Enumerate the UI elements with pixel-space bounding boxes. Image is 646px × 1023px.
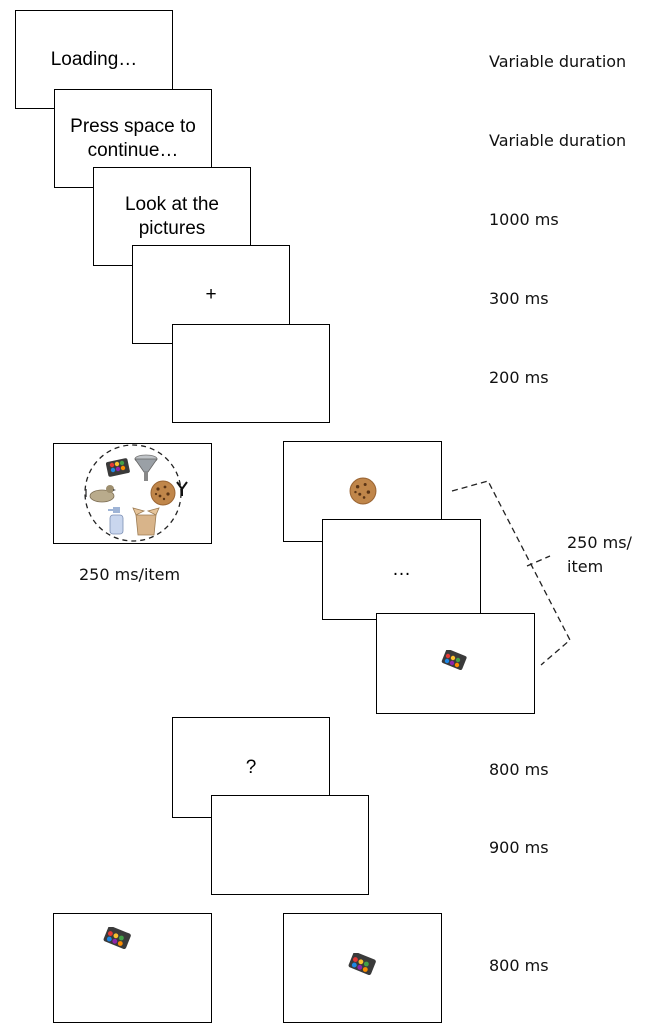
duration-press-space: Variable duration: [489, 131, 627, 150]
duck-icon: [88, 483, 116, 508]
press-space-text: Press space to continue…: [70, 115, 196, 161]
look-pictures-text: Look at the pictures: [124, 193, 220, 239]
paint-palette-icon: [441, 649, 467, 675]
spray-bottle-icon: [106, 506, 126, 541]
duration-response: 800 ms: [489, 956, 549, 975]
paint-palette-icon: [103, 925, 131, 954]
loading-text: Loading…: [50, 48, 138, 70]
cookie-icon: [349, 477, 377, 510]
duration-blank-1: 200 ms: [489, 368, 549, 387]
duration-blank-2: 900 ms: [489, 838, 549, 857]
cookie-icon: [150, 480, 176, 511]
duration-question: 800 ms: [489, 760, 549, 779]
screen-serial-middle: …: [322, 519, 481, 620]
duration-loading: Variable duration: [489, 52, 627, 71]
duration-fixation: 300 ms: [489, 289, 549, 308]
screen-blank-2: [211, 795, 369, 895]
question-mark: ?: [245, 756, 257, 778]
bracket-pointer: [526, 555, 551, 567]
screen-response-left: [53, 913, 212, 1023]
paint-palette-icon: [348, 951, 376, 980]
serial-caption: 250 ms/ item: [567, 533, 632, 576]
cardboard-box-icon: [132, 506, 160, 541]
paint-palette-icon: [105, 458, 130, 483]
simultaneous-caption: 250 ms/item: [79, 565, 181, 584]
serial-ellipsis: …: [392, 558, 411, 580]
screen-blank-1: [172, 324, 330, 423]
fixation-cross: +: [205, 283, 217, 305]
duration-look-pictures: 1000 ms: [489, 210, 559, 229]
letter-y-icon: [175, 480, 189, 503]
funnel-icon: [133, 454, 159, 487]
